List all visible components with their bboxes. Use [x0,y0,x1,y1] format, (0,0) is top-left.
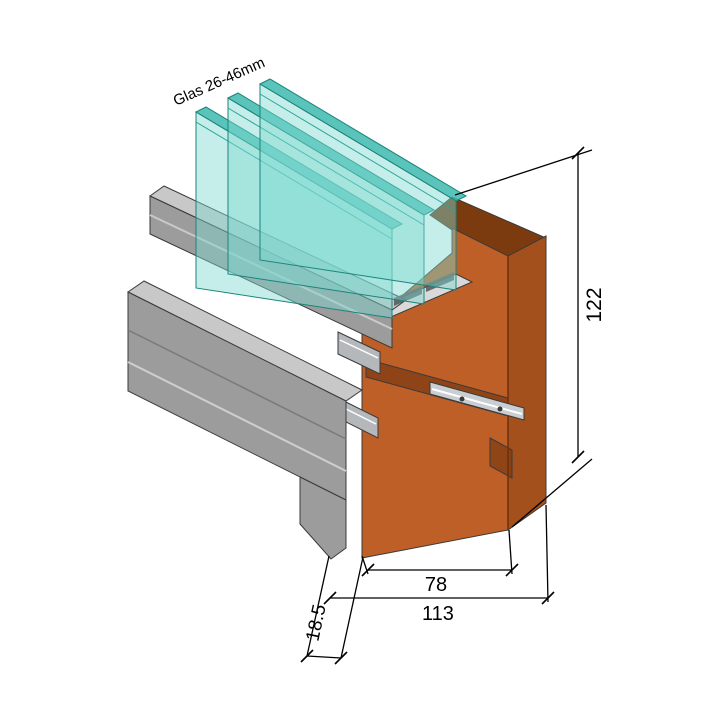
ext-line-78-right [508,529,513,575]
dim-label-78: 78 [425,574,447,596]
tick [323,591,337,605]
ext-line-185-right [340,556,364,659]
tick [334,651,348,665]
alu-drip-leg [299,476,347,560]
dimension-offset-18-5: 18.5 [300,555,364,665]
tick [361,563,375,577]
ext-line-113-right [545,504,549,603]
glass-range-label: Glas 26-46mm [171,54,268,110]
alu-slab-highlight-line [127,361,347,472]
dim-line-185 [306,655,342,659]
tick [505,563,519,577]
dimension-height-122: 122 [454,146,606,528]
ext-line-top [454,149,593,196]
alu-clip-upper [337,331,381,375]
glass-pane-1-inner-edge [195,121,393,240]
wood-right-face [507,235,547,531]
screw-dot-1 [459,396,465,402]
glass-spacer-2 [426,272,454,292]
dim-label-122: 122 [583,287,606,322]
glass-pane-1 [195,111,393,319]
ext-line-bottom [511,458,593,528]
alu-slab-front-face [127,291,347,501]
alu-slab-shadow-line [127,329,347,440]
tick [541,591,555,605]
clip-highlight-upper [339,339,379,359]
wood-side-notch [489,437,513,479]
dimension-depth-113: 113 [323,504,555,625]
glass-spacer-1 [394,286,422,306]
screw-dot-2 [497,406,503,412]
dim-label-18-5: 18.5 [303,603,331,644]
glass-pane-2 [227,97,425,305]
tick [571,450,585,464]
ext-line-185-left [306,555,330,657]
hardware-highlight [431,388,523,415]
dimension-depth-78: 78 [361,529,519,596]
tick [300,649,314,663]
glass-pane-3 [259,83,457,291]
glass-pane-2-inner-edge [227,107,425,226]
tick [571,146,585,160]
glass-panes [194,78,468,319]
alu-band-groove [149,214,393,330]
aluminum-cladding [127,185,407,560]
glass-pane-3-inner-edge [259,93,457,212]
dim-label-113: 113 [422,603,454,625]
